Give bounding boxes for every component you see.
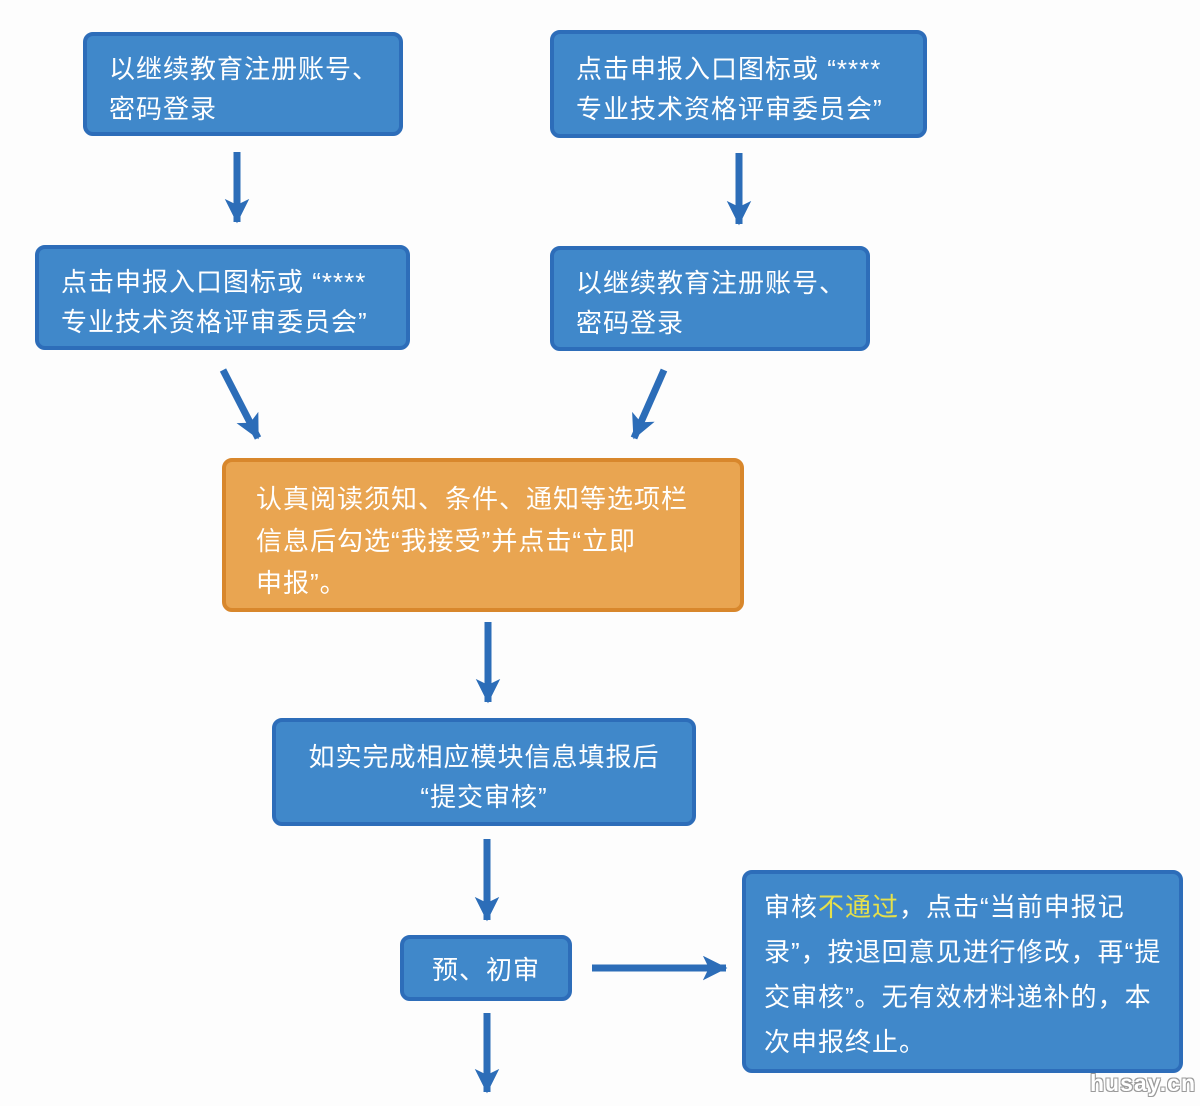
step-text-line: 密码登录 [576,308,685,338]
step-read-accept: 认真阅读须知、条件、通知等选项栏 信息后勾选“我接受”并点击“立即 申报”。 [222,458,744,612]
step-entry-top-right: 点击申报入口图标或 “**** 专业技术资格评审委员会” [550,30,927,138]
step-text-line: 以继续教育注册账号、 [576,268,847,298]
step-text-line: 认真阅读须知、条件、通知等选项栏 [256,484,689,514]
step-text-line: 点击申报入口图标或 “**** [576,54,882,84]
step-text-line: 以继续教育注册账号、 [109,54,380,84]
step-review-rejected: 审核不通过，点击“当前申报记录”，按退回意见进行修改，再“提交审核”。无有效材料… [742,870,1183,1073]
step-fill-submit: 如实完成相应模块信息填报后 “提交审核” [272,718,696,826]
step-pre-review: 预、初审 [400,935,572,1001]
step-text-line: 密码登录 [109,94,218,124]
step-login-mid-right: 以继续教育注册账号、 密码登录 [550,246,870,351]
arrow-right-to-read [630,368,668,440]
step-login-top-left: 以继续教育注册账号、 密码登录 [83,32,403,136]
watermark-husay: husay.cn [1090,1070,1196,1096]
reject-text-highlight: 不通过 [818,892,900,922]
arrow-left-to-read [219,368,262,440]
reject-text-prefix: 审核 [764,892,819,922]
step-entry-mid-left: 点击申报入口图标或 “**** 专业技术资格评审委员会” [35,245,410,350]
reject-text-rest: ，点击“当前申报记录”，按退回意见进行修改，再“提交审核”。无有效材料递补的，本… [764,892,1162,1057]
step-text-line: 信息后勾选“我接受”并点击“立即 [256,526,636,556]
step-text-line: “提交审核” [420,782,548,812]
step-text-line: 预、初审 [431,954,540,985]
step-text-line: 专业技术资格评审委员会” [61,307,368,337]
step-text-line: 申报”。 [256,568,347,598]
step-text-line: 专业技术资格评审委员会” [576,94,883,124]
step-text-line: 点击申报入口图标或 “**** [61,267,367,297]
step-text-line: 如实完成相应模块信息填报后 [308,742,660,772]
